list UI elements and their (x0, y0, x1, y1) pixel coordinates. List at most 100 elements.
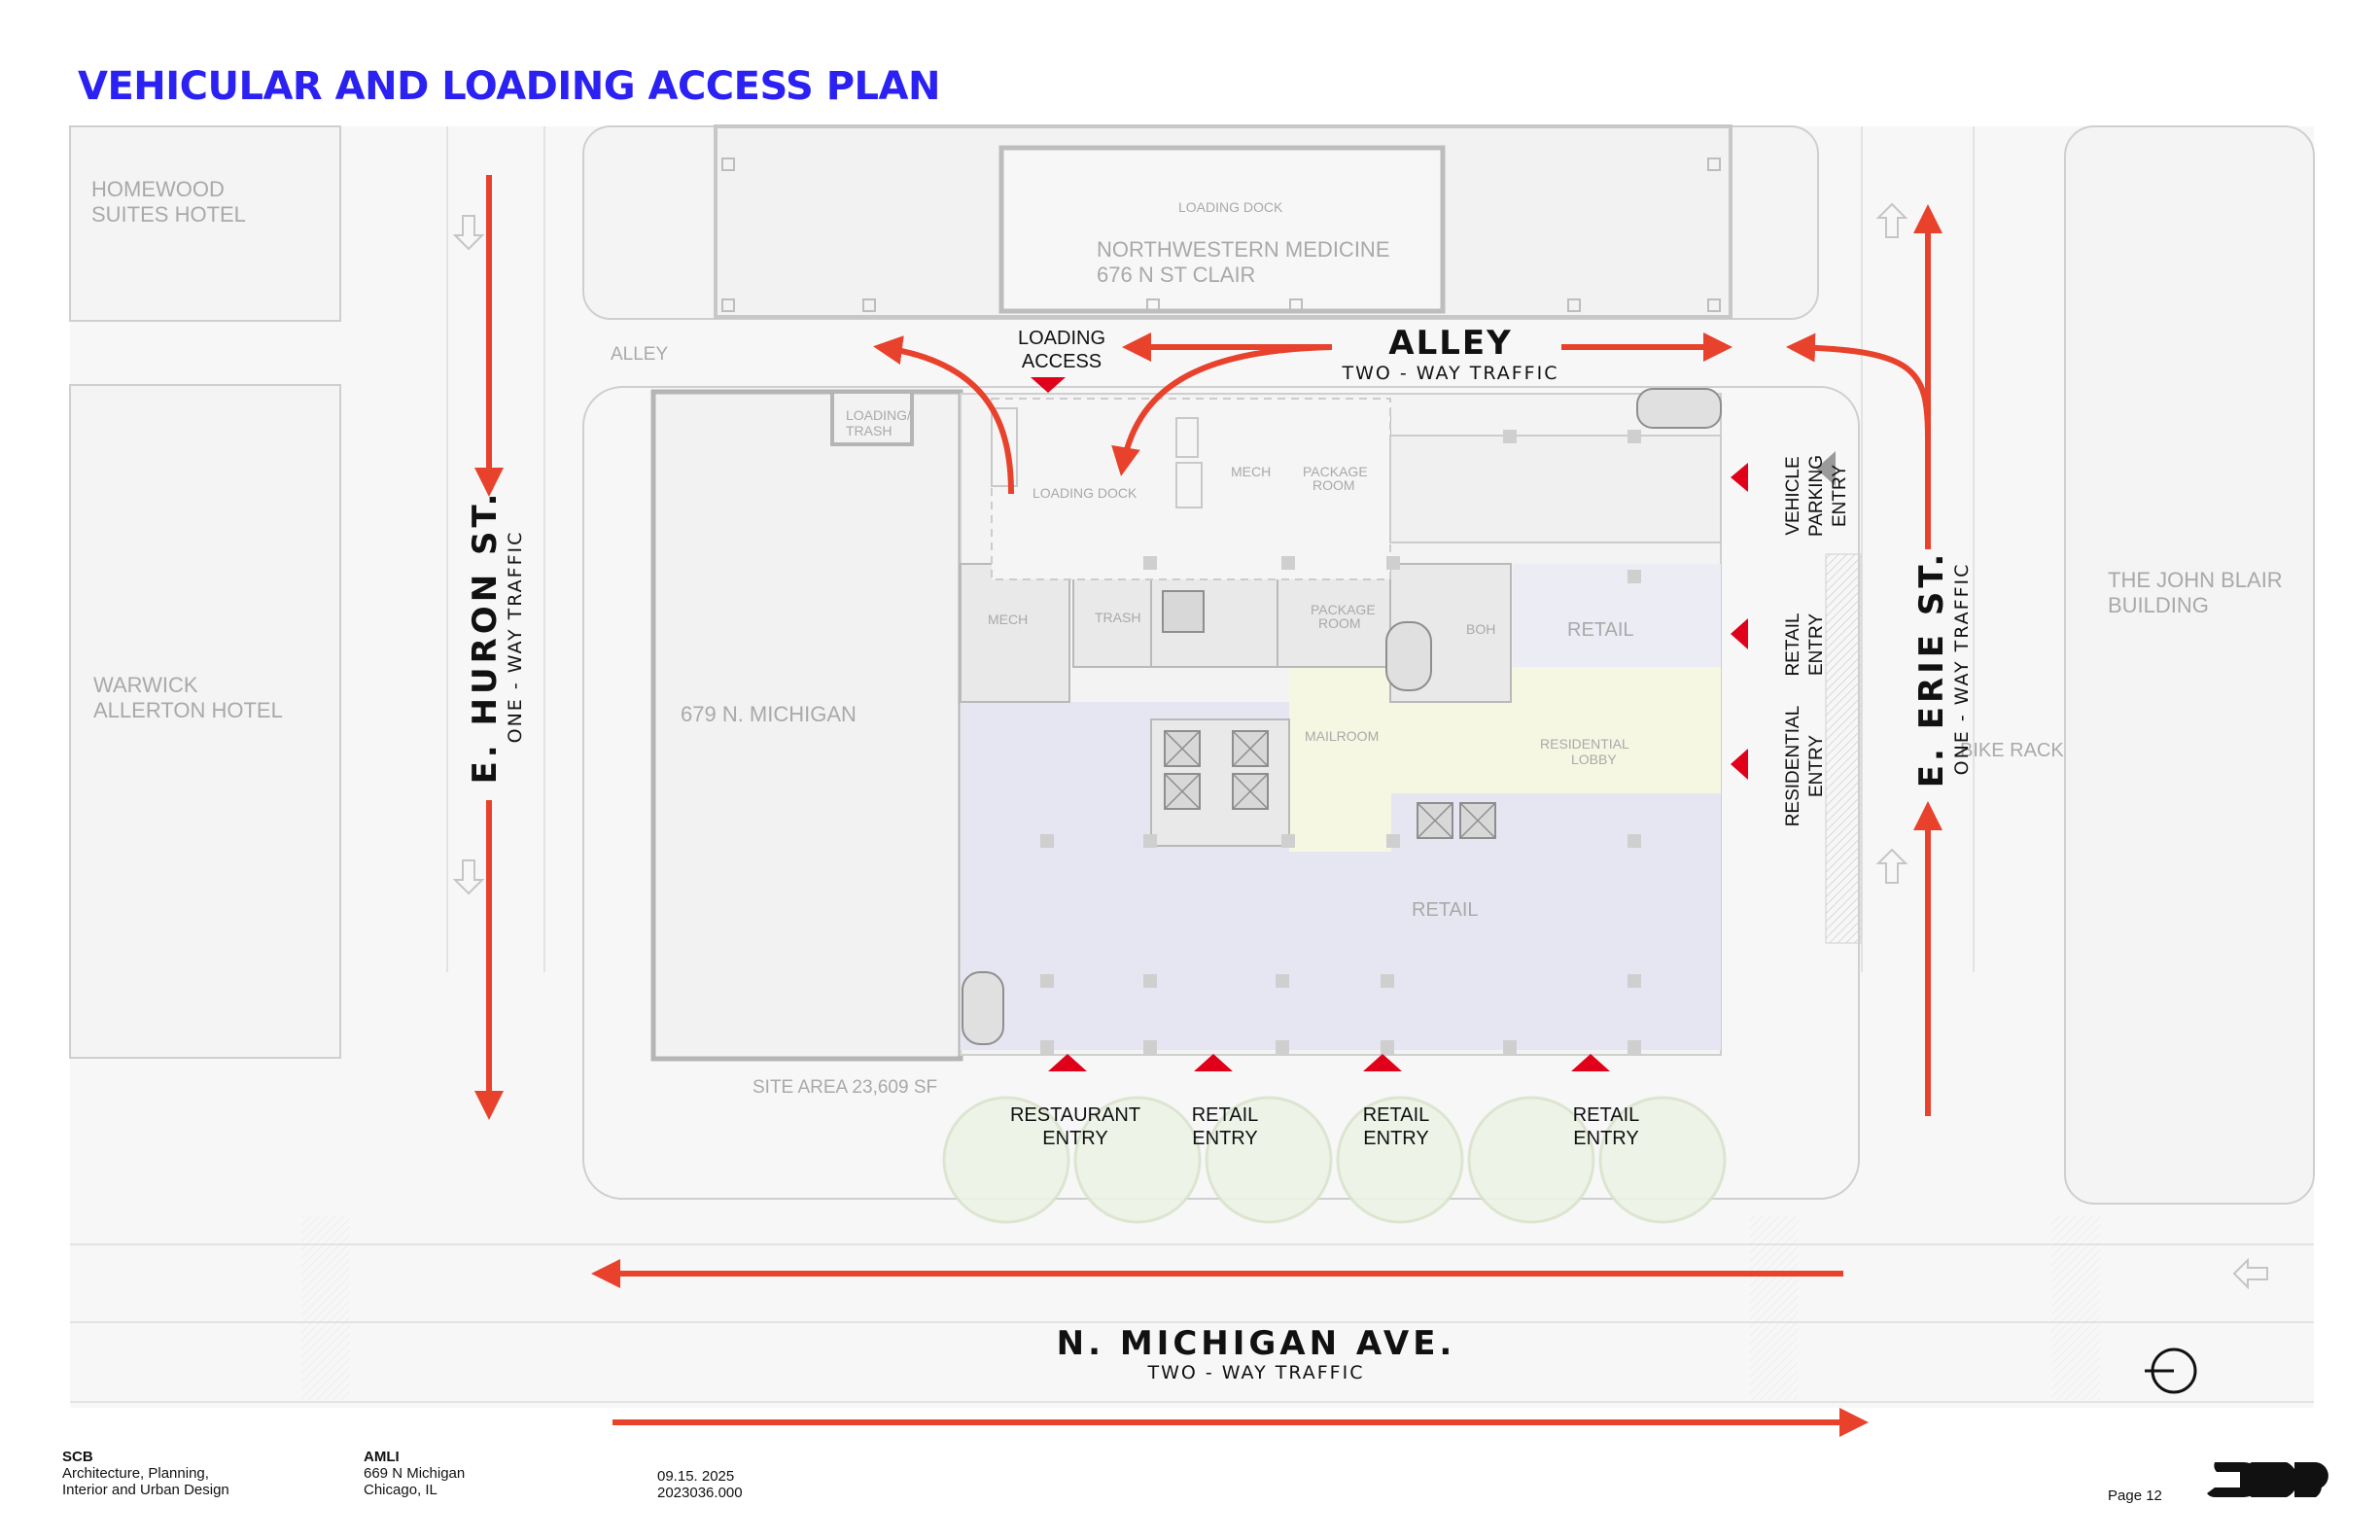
lane-arrow-icon (1875, 202, 1908, 238)
loading-trash-label: LOADING/ (846, 407, 911, 423)
northwestern-dock (998, 145, 1446, 314)
client-address: 669 N Michigan (364, 1465, 466, 1482)
huron-traffic-label: ONE - WAY TRAFFIC (505, 531, 526, 744)
gray-entry-marker (1816, 451, 1836, 486)
blair-label: BUILDING (2108, 593, 2209, 617)
page-number: Page 12 (2108, 1488, 2162, 1504)
block-west (69, 384, 341, 1059)
trash-label: TRASH (1095, 610, 1140, 625)
retail-ne-label: RETAIL (1567, 619, 1634, 641)
firm-block: SCB Architecture, Planning, Interior and… (62, 1449, 229, 1498)
parking-entry-ramp (1389, 435, 1722, 543)
alley-arrow (873, 335, 1014, 495)
lane-arrow-icon (2232, 1257, 2268, 1290)
site-area-label: SITE AREA 23,609 SF (752, 1077, 937, 1098)
homewood-label: HOMEWOOD (91, 177, 225, 201)
northwestern-dock-label: LOADING DOCK (1178, 199, 1283, 215)
retail-entry-label: ENTRY (1573, 1128, 1638, 1149)
alley-arrow (1111, 344, 1333, 476)
client-city: Chicago, IL (364, 1482, 438, 1498)
residential-entry-label: RESIDENTIAL (1783, 706, 1803, 827)
alley-name: ALLEY (1388, 324, 1513, 363)
erie-street-name: E. ERIE ST. (1912, 550, 1951, 788)
northwestern-label: NORTHWESTERN MEDICINE (1097, 237, 1390, 262)
client-block: AMLI 669 N Michigan Chicago, IL (364, 1449, 465, 1498)
warwick-label: ALLERTON HOTEL (93, 698, 283, 722)
michigan-679-label: 679 N. MICHIGAN (681, 702, 857, 726)
mech-left-label: MECH (988, 612, 1028, 627)
loading-trash-label: TRASH (846, 423, 892, 438)
alley-small-label: ALLEY (611, 344, 668, 365)
firm-desc: Interior and Urban Design (62, 1482, 229, 1498)
issue-date: 09.15. 2025 (657, 1468, 735, 1485)
bike-rack-zone (1825, 553, 1862, 944)
stair-south (962, 971, 1004, 1045)
tree (1336, 1096, 1464, 1224)
retail-entry-label: RETAIL (1363, 1104, 1430, 1126)
firm-desc: Architecture, Planning, (62, 1465, 209, 1482)
boh-label: BOH (1466, 621, 1495, 637)
package-room2-label: ROOM (1318, 615, 1361, 631)
client-name: AMLI (364, 1449, 400, 1465)
blair-label: THE JOHN BLAIR (2108, 568, 2283, 592)
loading-trash-room (830, 390, 914, 446)
retail-entry-marker (1731, 618, 1748, 649)
scb-logo (2207, 1462, 2328, 1497)
firm-name: SCB (62, 1449, 93, 1465)
package-room-label: ROOM (1312, 477, 1355, 493)
retail-entry-marker (1571, 1054, 1610, 1071)
residential-entry-marker (1731, 749, 1748, 780)
block-northwest (69, 125, 341, 322)
stair-east (1385, 621, 1432, 691)
retail-entry-label: RETAIL (1192, 1104, 1259, 1126)
vehicle-entry-label: VEHICLE (1783, 456, 1803, 535)
vehicle-entry-marker (1731, 463, 1748, 492)
warwick-label: WARWICK (93, 673, 198, 697)
michigan-street-name: N. MICHIGAN AVE. (1057, 1324, 1456, 1363)
retail-entry-marker (1363, 1054, 1402, 1071)
loading-dock-zone (991, 398, 1391, 580)
loading-access-label: ACCESS (1022, 351, 1102, 372)
package-room-label: PACKAGE (1303, 464, 1368, 479)
mailroom-zone (1289, 667, 1391, 852)
tree (942, 1096, 1070, 1224)
homewood-label: SUITES HOTEL (91, 202, 246, 227)
mailroom-label: MAILROOM (1305, 728, 1379, 744)
date-block: 09.15. 2025 2023036.000 (657, 1468, 743, 1501)
lane-arrow-icon (1875, 848, 1908, 884)
huron-street-name: E. HURON ST. (466, 490, 505, 785)
loading-dock-label: LOADING DOCK (1032, 485, 1138, 501)
stair-north (1636, 388, 1722, 429)
lane-arrow-icon (452, 215, 485, 251)
alley-traffic-label: TWO - WAY TRAFFIC (1342, 363, 1559, 384)
page-title: VEHICULAR AND LOADING ACCESS PLAN (78, 64, 940, 109)
mech-left-room (960, 563, 1070, 703)
tree (1205, 1096, 1333, 1224)
restaurant-entry-label: ENTRY (1042, 1128, 1107, 1149)
tree (1467, 1096, 1595, 1224)
retail-main-label: RETAIL (1412, 899, 1479, 921)
tree (1073, 1096, 1202, 1224)
erie-turn-arrow (1786, 332, 1931, 438)
lane-arrow-icon (452, 859, 485, 895)
erie-traffic-label: ONE - WAY TRAFFIC (1951, 563, 1973, 776)
lobby-label: RESIDENTIAL (1540, 736, 1629, 752)
restaurant-entry-label: RESTAURANT (1010, 1104, 1140, 1126)
loading-access-marker (1031, 377, 1066, 393)
michigan-traffic-label: TWO - WAY TRAFFIC (1147, 1362, 1365, 1383)
vehicle-entry-label: ENTRY (1830, 465, 1850, 527)
package-room-2 (1277, 563, 1391, 668)
package-room2-label: PACKAGE (1311, 602, 1376, 617)
retail-entry-label: RETAIL (1573, 1104, 1640, 1126)
block-east (2064, 125, 2315, 1205)
loading-access-label: LOADING (1018, 328, 1105, 349)
retail-entry-marker (1194, 1054, 1233, 1071)
lobby-label: LOBBY (1571, 752, 1617, 767)
north-arrow-icon (2145, 1348, 2197, 1394)
retail-entry-label: ENTRY (1192, 1128, 1257, 1149)
tree (1598, 1096, 1727, 1224)
retail-e-entry-label: ENTRY (1806, 613, 1827, 676)
northwestern-label: 676 N ST CLAIR (1097, 262, 1255, 287)
retail-e-entry-label: RETAIL (1783, 612, 1803, 676)
